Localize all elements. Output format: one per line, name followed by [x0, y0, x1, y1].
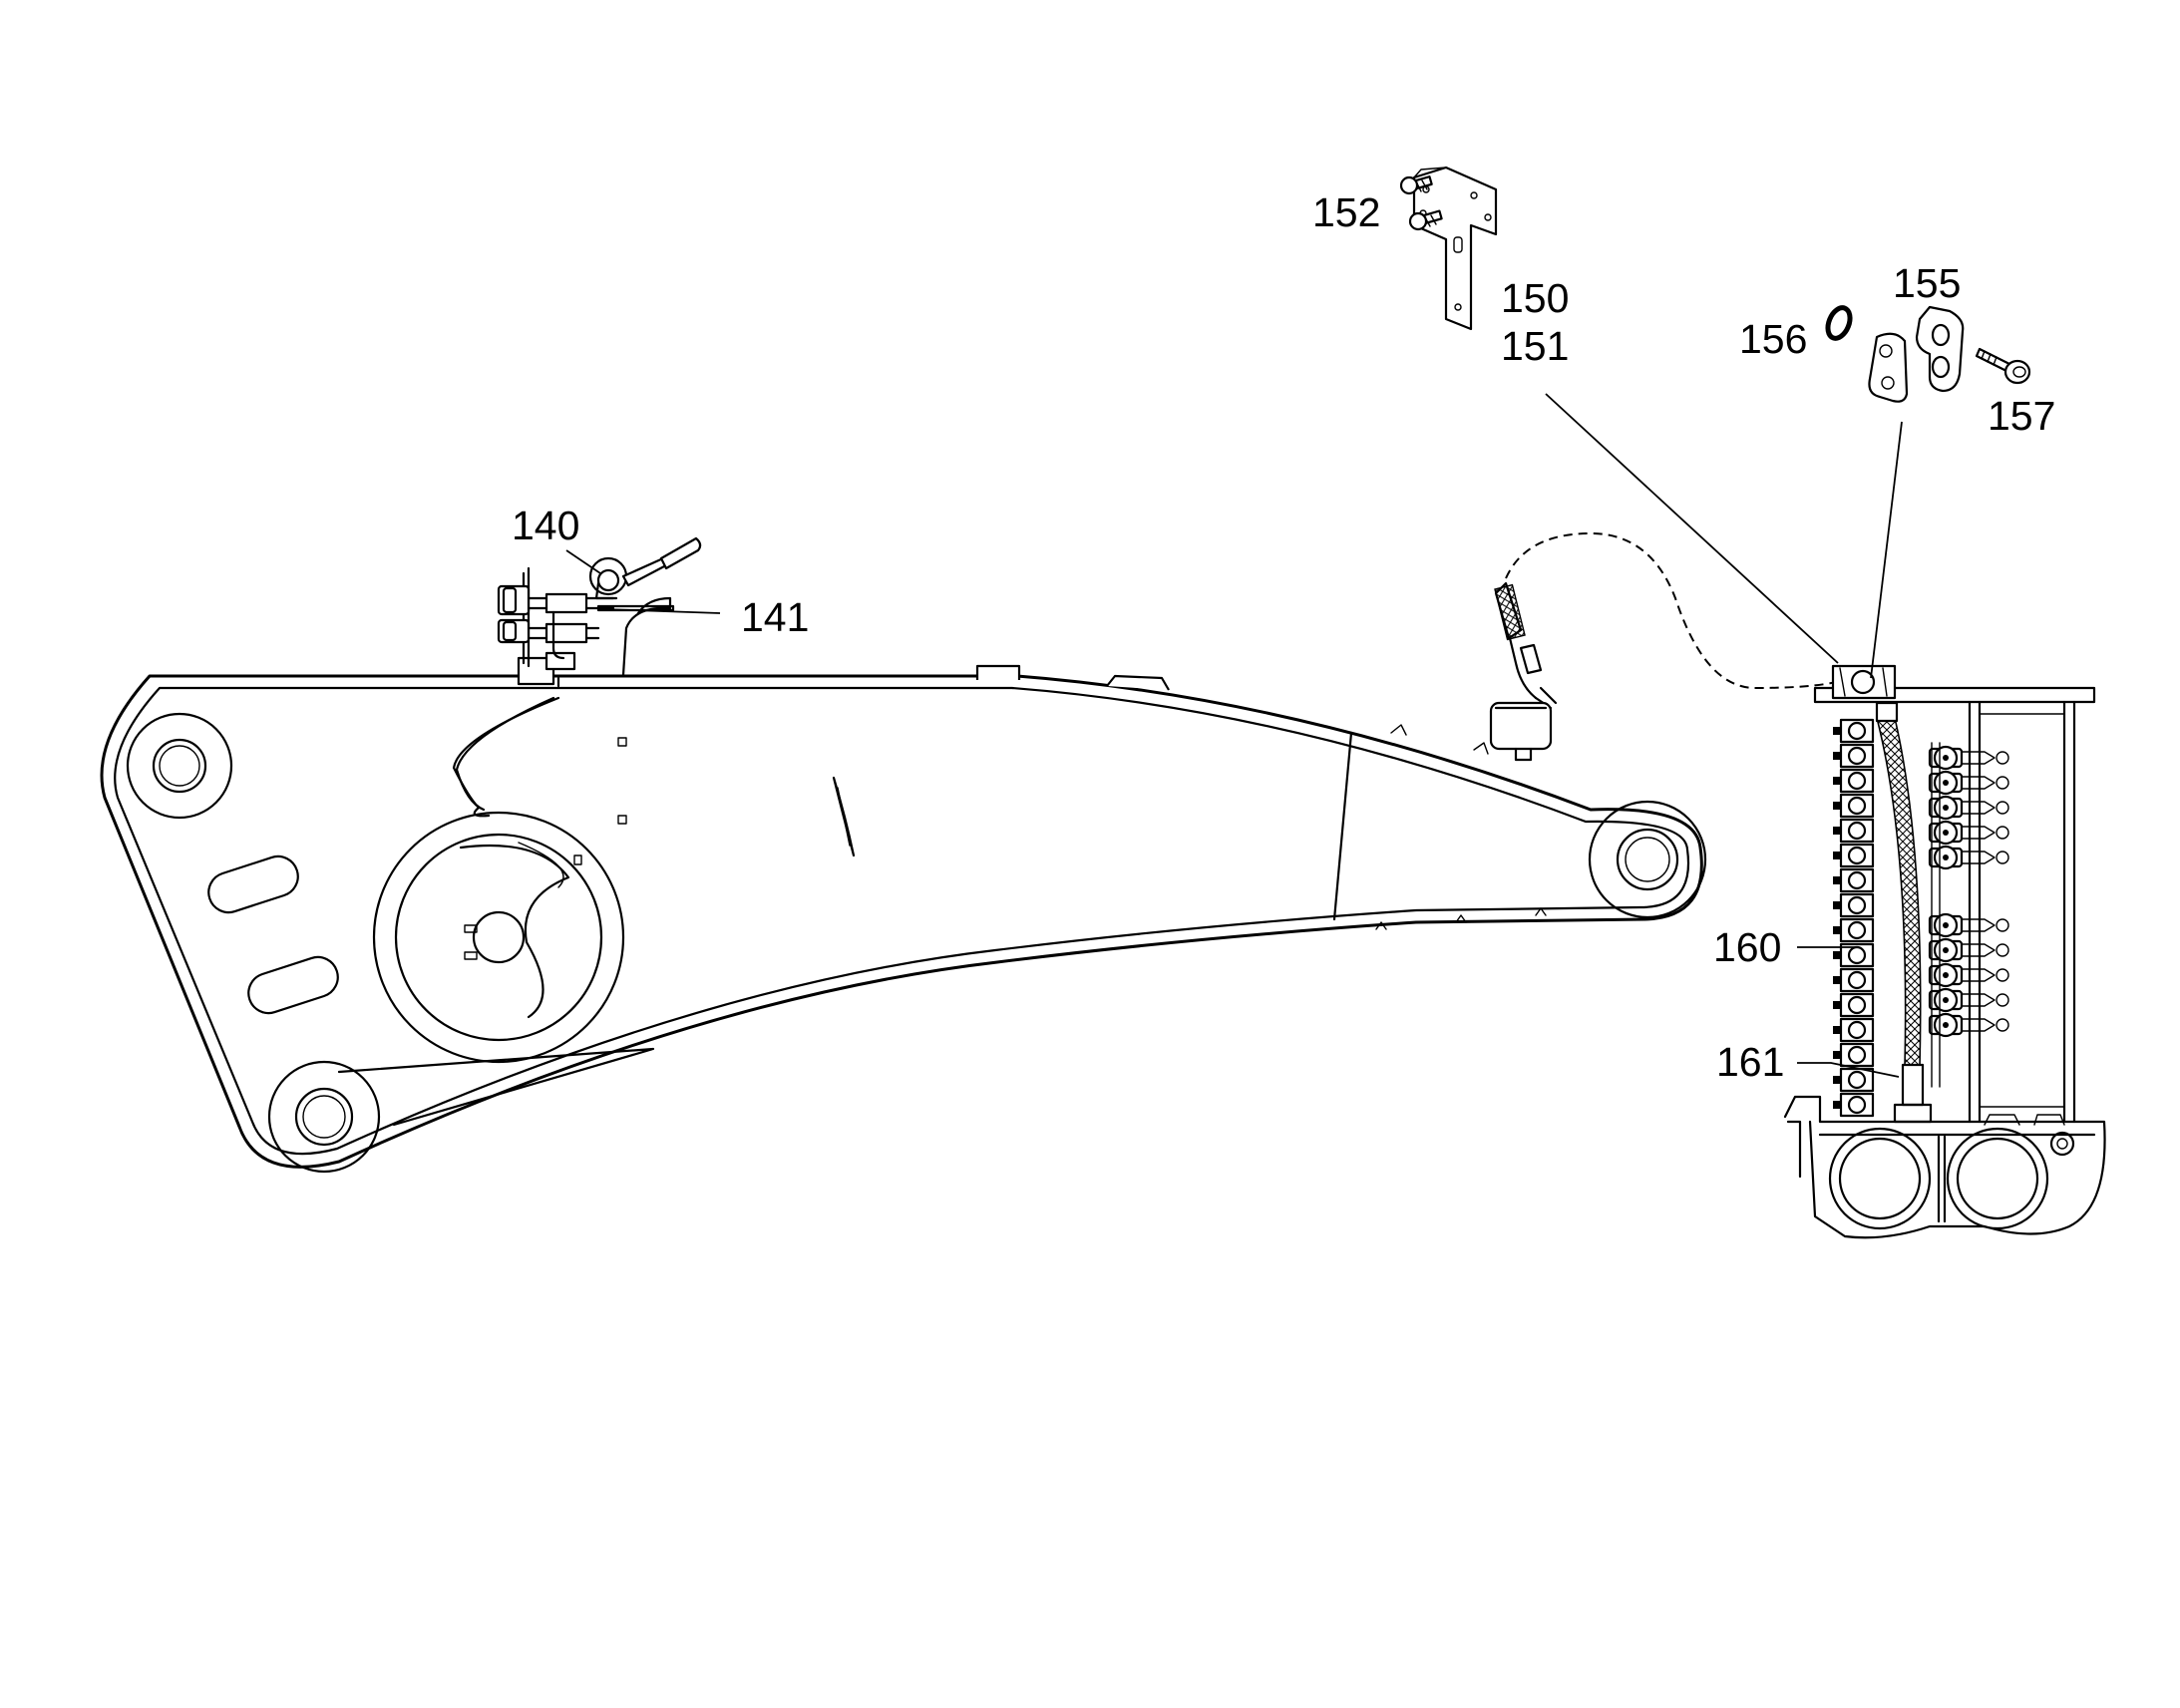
boom-arm: [100, 664, 1707, 1174]
guide-roller: [1833, 1042, 1875, 1068]
guide-roller: [1833, 718, 1875, 744]
label-161: 161: [1716, 1039, 1784, 1085]
label-140: 140: [512, 503, 579, 548]
clamp-155: [1868, 305, 1965, 403]
guide-roller: [1833, 818, 1875, 844]
label-157: 157: [1988, 393, 2055, 439]
guide-roller: [1833, 892, 1875, 918]
screws-152: [1399, 175, 1443, 231]
leader-lines: [565, 393, 1903, 1078]
guide-roller: [1833, 768, 1875, 794]
o-ring-156: [1825, 305, 1853, 341]
guide-rollers-left: [1833, 718, 1875, 1118]
guide-roller: [1833, 992, 1875, 1018]
label-160: 160: [1713, 924, 1781, 970]
guide-roller: [1833, 967, 1875, 993]
bracket-150-151: [1412, 166, 1498, 331]
label-151: 151: [1501, 323, 1569, 369]
label-150: 150: [1501, 275, 1569, 321]
hose-fitting: [1928, 770, 2009, 796]
guide-roller: [1833, 1092, 1875, 1118]
part-labels: 140 141 152 150 151 155 156 157 160 161: [512, 189, 2055, 1085]
label-155: 155: [1893, 260, 1961, 306]
bolt-157: [1975, 347, 2031, 385]
fittings-right: [1928, 742, 2009, 1088]
guide-roller: [1833, 743, 1875, 769]
guide-roller: [1833, 843, 1875, 868]
guide-roller: [1833, 793, 1875, 819]
guide-roller: [1833, 917, 1875, 943]
valve-assembly: [497, 536, 702, 688]
label-152: 152: [1312, 189, 1380, 235]
guide-roller: [1833, 1067, 1875, 1093]
label-141: 141: [741, 594, 809, 640]
hose-route: [1489, 531, 1851, 762]
guide-roller: [1833, 1017, 1875, 1043]
guide-roller: [1833, 867, 1875, 893]
hose-guide-column: [1783, 664, 2106, 1239]
label-156: 156: [1739, 316, 1807, 362]
